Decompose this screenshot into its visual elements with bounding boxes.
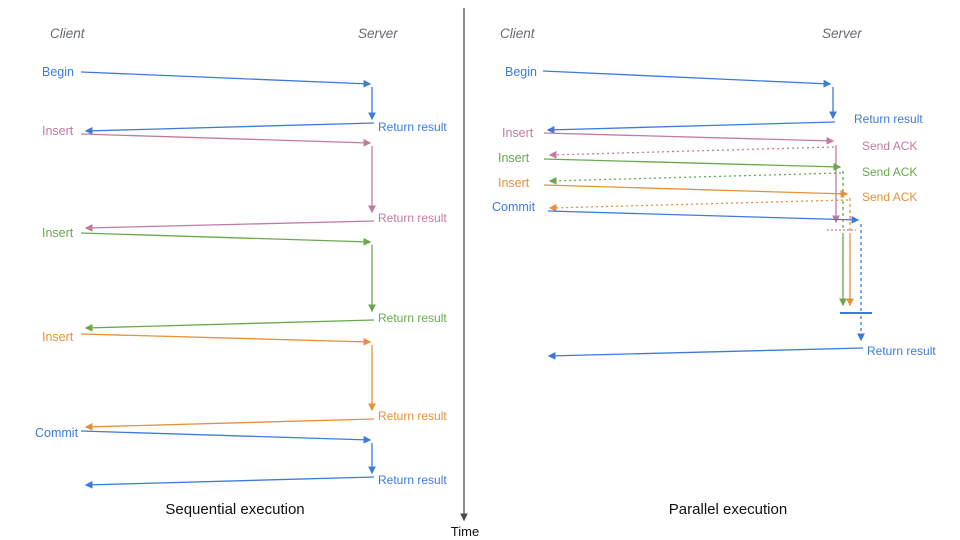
parallel-caption: Parallel execution xyxy=(669,501,787,518)
par-begin-return-arrow xyxy=(546,121,836,134)
par-insert1-ack-arrow xyxy=(548,146,835,159)
sequential-diagram: Client Server Begin Return result Insert… xyxy=(35,26,447,518)
seq-insert2-response-label: Return result xyxy=(378,311,447,325)
seq-insert3-request-arrow xyxy=(80,333,372,346)
par-commit-request-arrow xyxy=(547,210,860,224)
seq-begin-label: Begin xyxy=(42,65,74,79)
par-insert1-request-arrow xyxy=(543,132,835,145)
sequential-caption: Sequential execution xyxy=(165,501,304,518)
par-insert2-ack-arrow xyxy=(548,172,842,185)
par-insert2-request-arrow xyxy=(543,158,842,171)
par-insert3-label: Insert xyxy=(498,176,530,190)
seq-begin-return-arrow xyxy=(84,122,375,135)
par-insert1-ack-label: Send ACK xyxy=(862,139,917,153)
par-insert2-label: Insert xyxy=(498,151,530,165)
seq-commit-request-arrow xyxy=(80,430,372,444)
seq-client-header: Client xyxy=(50,26,86,41)
par-server-header: Server xyxy=(822,26,862,41)
seq-insert1-request-arrow xyxy=(80,133,372,147)
seq-insert1-return-arrow xyxy=(84,220,375,232)
seq-insert3-return-arrow xyxy=(84,418,375,431)
par-final-response-label: Return result xyxy=(867,344,936,358)
seq-commit-response-label: Return result xyxy=(378,473,447,487)
seq-insert2-request-arrow xyxy=(80,232,372,246)
time-axis-label: Time xyxy=(451,524,479,539)
seq-begin-request-arrow xyxy=(80,71,372,88)
par-commit-label: Commit xyxy=(492,200,536,214)
par-begin-request-arrow xyxy=(542,70,832,88)
seq-commit-label: Commit xyxy=(35,426,79,440)
seq-commit-return-arrow xyxy=(84,476,375,489)
par-insert3-request-arrow xyxy=(543,184,849,198)
par-insert3-ack-arrow xyxy=(548,199,849,212)
par-insert1-label: Insert xyxy=(502,126,534,140)
par-client-header: Client xyxy=(500,26,536,41)
seq-insert3-label: Insert xyxy=(42,330,74,344)
seq-insert2-label: Insert xyxy=(42,226,74,240)
seq-insert2-return-arrow xyxy=(84,319,375,332)
par-begin-response-label: Return result xyxy=(854,112,923,126)
seq-insert1-response-label: Return result xyxy=(378,211,447,225)
par-insert2-ack-label: Send ACK xyxy=(862,165,917,179)
par-insert3-ack-label: Send ACK xyxy=(862,190,917,204)
seq-insert1-label: Insert xyxy=(42,124,74,138)
seq-server-header: Server xyxy=(358,26,398,41)
parallel-diagram: Client Server Begin Return result Insert… xyxy=(492,26,936,518)
seq-begin-response-label: Return result xyxy=(378,120,447,134)
par-final-return-arrow xyxy=(547,347,864,360)
seq-insert3-response-label: Return result xyxy=(378,409,447,423)
par-begin-label: Begin xyxy=(505,65,537,79)
